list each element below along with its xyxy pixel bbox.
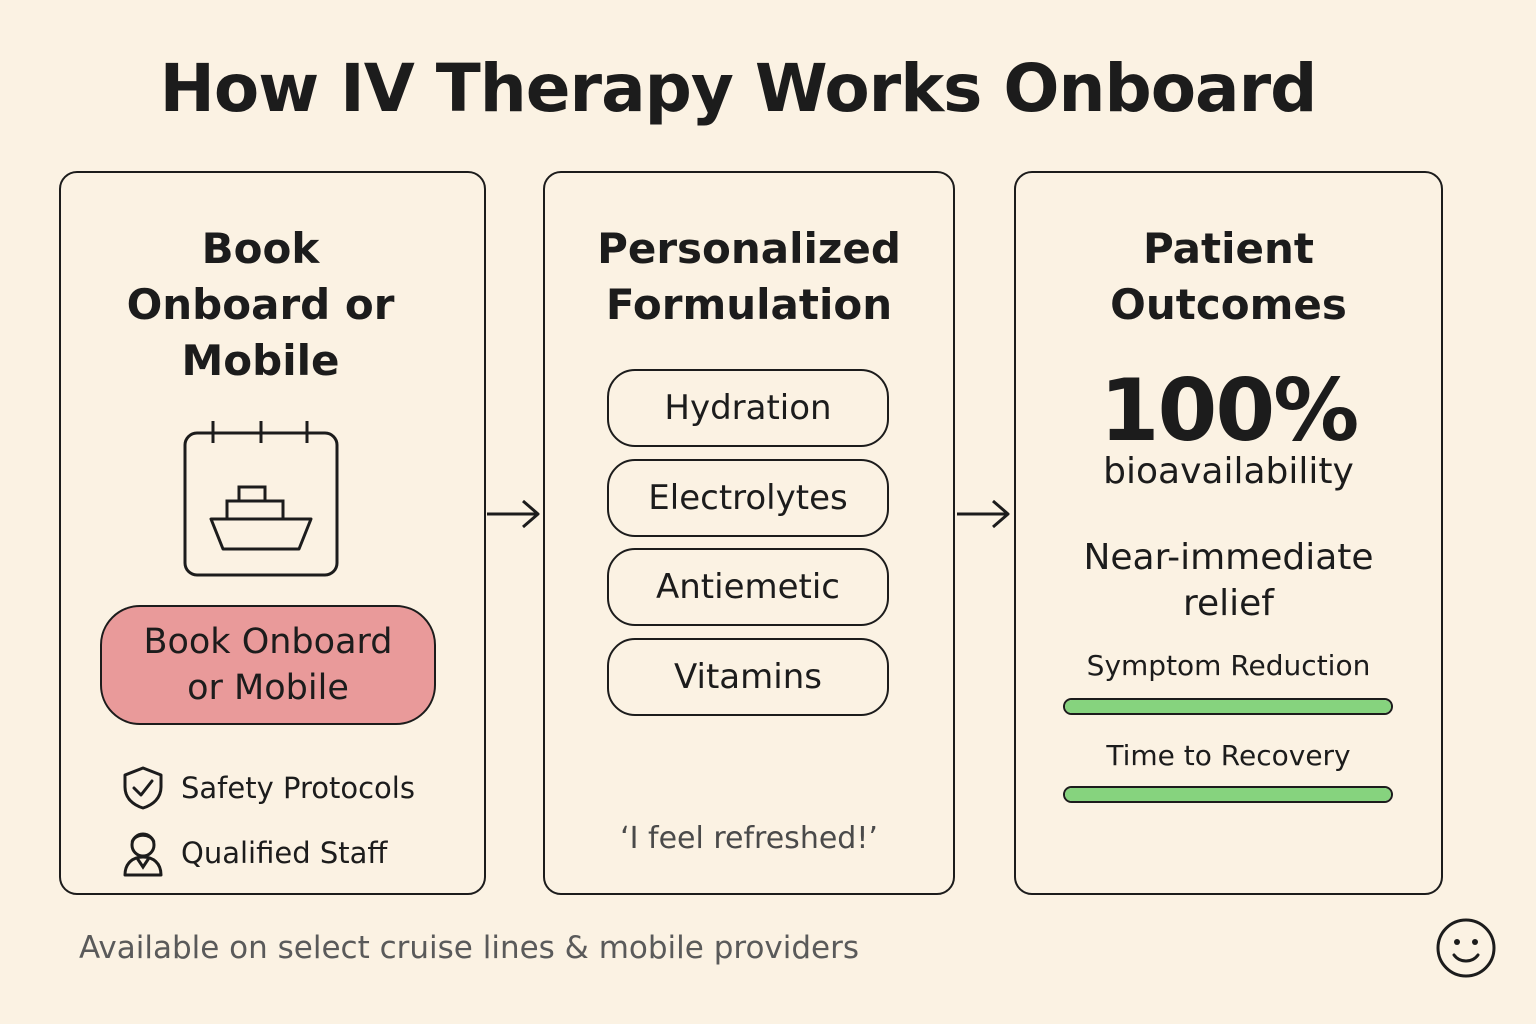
step-formulation-title: Personalized Formulation — [597, 224, 901, 329]
calendar-ship-icon — [183, 421, 339, 577]
page-title: How IV Therapy Works Onboard — [159, 50, 1318, 127]
feature-label: Qualified Staff — [181, 836, 388, 870]
feature-label: Safety Protocols — [181, 771, 415, 805]
bar-fill — [1065, 788, 1391, 801]
feature-qualified-staff: Qualified Staff — [121, 829, 387, 877]
relief-text: Near-immediate relief — [1083, 537, 1374, 624]
step-outcomes-card: Patient Outcomes 100% bioavailability Ne… — [1014, 171, 1443, 895]
arrow-right-icon — [487, 499, 540, 529]
step-book-card: Book Onboard or Mobile Book Onboard or M… — [59, 171, 486, 895]
step-book-title: Book Onboard or Mobile — [126, 224, 395, 385]
staff-person-icon — [123, 832, 163, 877]
symptom-reduction-bar — [1063, 698, 1393, 715]
book-onboard-button[interactable]: Book Onboard or Mobile — [100, 605, 436, 725]
component-pill: Hydration — [607, 369, 889, 447]
step-outcomes-title: Patient Outcomes — [1110, 224, 1347, 329]
availability-footer: Available on select cruise lines & mobil… — [79, 930, 860, 966]
feature-safety-protocols: Safety Protocols — [121, 765, 415, 811]
component-pill: Vitamins — [607, 638, 889, 716]
testimonial-quote: ‘I feel refreshed!’ — [620, 821, 878, 856]
component-pill: Electrolytes — [607, 459, 889, 537]
time-to-recovery-bar — [1063, 786, 1393, 803]
bioavailability-label: bioavailability — [1103, 451, 1354, 492]
component-pill: Antiemetic — [607, 548, 889, 626]
bar-label-symptom: Symptom Reduction — [1086, 649, 1371, 682]
smiley-icon — [1436, 918, 1496, 978]
bioavailability-stat: 100% — [1099, 361, 1360, 461]
shield-check-icon — [123, 766, 163, 810]
bar-fill — [1065, 700, 1391, 713]
step-formulation-card: Personalized Formulation Hydration Elect… — [543, 171, 955, 895]
bar-label-recovery: Time to Recovery — [1106, 739, 1351, 772]
arrow-right-icon — [957, 499, 1010, 529]
